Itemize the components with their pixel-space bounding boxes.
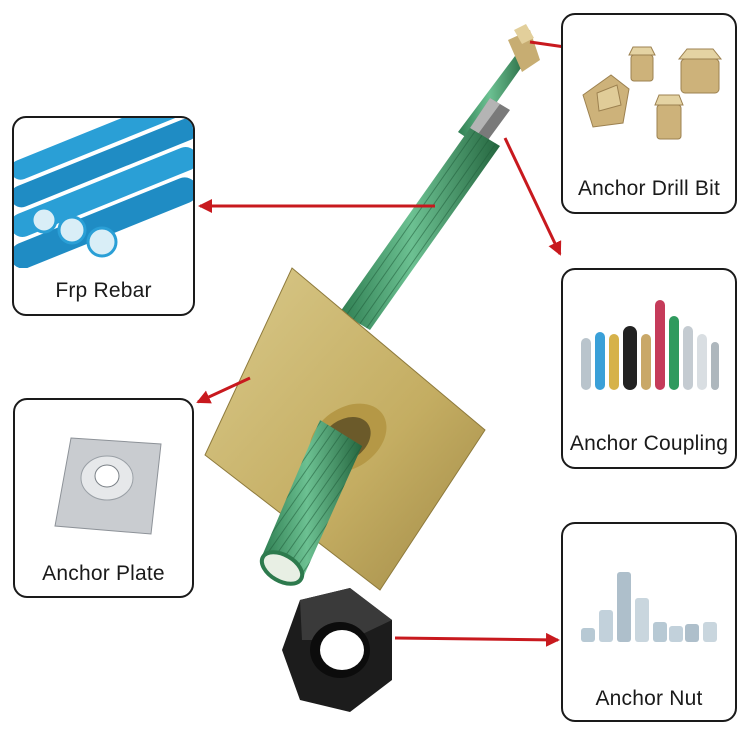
arrow-to-coupling: [503, 137, 562, 256]
anchor-plate-icon: [54, 437, 162, 535]
anchor-plate-card: Anchor Plate: [13, 398, 194, 598]
anchor-nut-main: [282, 588, 392, 712]
drill-bit-label: Anchor Drill Bit: [577, 177, 721, 200]
lower-rod: [259, 420, 362, 586]
arrow-to-plate: [196, 376, 251, 404]
frp-rebar-label: Frp Rebar: [55, 279, 152, 302]
rod-tip-drill-bit: [508, 24, 540, 72]
frp-rebar-card: Frp Rebar: [12, 116, 195, 316]
drill-bits-icon: [582, 46, 723, 140]
frp-rebar-icon: [14, 118, 193, 268]
arrow-to-nut: [394, 632, 560, 647]
couplings-icon: [581, 300, 719, 390]
anchor-plate-label: Anchor Plate: [42, 562, 165, 585]
upper-rod: [340, 52, 528, 330]
coupling-label: Anchor Coupling: [569, 432, 729, 455]
anchor-nut-card: Anchor Nut: [561, 522, 737, 722]
coupling-card: Anchor Coupling: [561, 268, 737, 469]
anchor-nut-label: Anchor Nut: [595, 687, 703, 710]
anchor-nuts-icon: [581, 572, 717, 642]
drill-bit-card: Anchor Drill Bit: [561, 13, 737, 214]
anchor-plate-main: [204, 267, 486, 591]
